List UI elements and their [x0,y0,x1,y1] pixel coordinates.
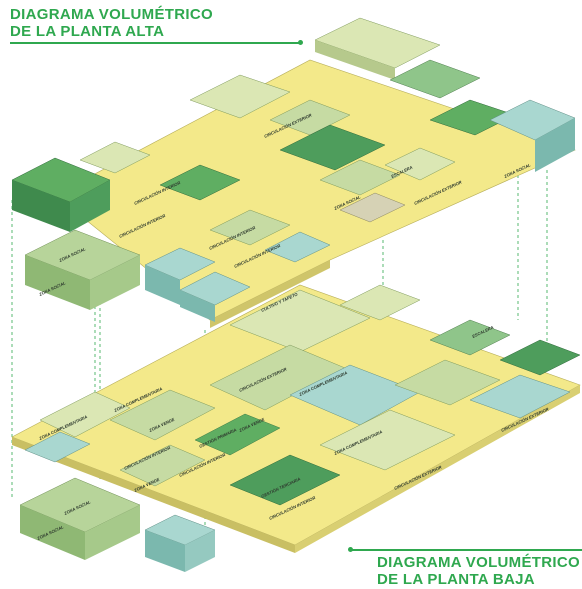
lower-room [394,359,501,406]
upper-floor-plan: CIRCULACIÓN EXTERIOR CIRCULACIÓN EXTERIO… [11,17,576,328]
upper-title-line2: DE LA PLANTA ALTA [10,23,165,40]
lower-slab-side-right [295,385,580,553]
upper-block-tr [314,17,441,69]
upper-slab-side [210,260,330,328]
lower-room [24,431,91,463]
upper-social-block-left [25,255,90,310]
lower-slab-side-left [12,437,295,553]
upper-room [339,192,406,223]
upper-teal-block-2-side [180,290,215,322]
lower-title-leader [350,549,582,551]
lower-room [229,289,371,353]
lower-room [339,284,421,321]
lower-social-block-left [20,505,85,560]
upper-room [159,164,241,201]
upper-room [384,147,456,181]
lower-diagram-title: DIAGRAMA VOLUMÉTRICO DE LA PLANTA BAJA [377,554,580,588]
lower-teal-block-side [145,530,185,572]
upper-title-leader-dot [298,40,303,45]
upper-room [79,141,151,174]
upper-room [319,159,401,196]
lower-room [229,454,341,506]
upper-block-tr2 [389,59,481,99]
upper-block-tr-side [315,40,395,80]
upper-green-block-left [12,180,70,232]
lower-room [319,409,456,471]
upper-social-block-right [90,255,140,310]
upper-green-block-right [70,180,110,232]
lower-room [119,444,206,487]
upper-room [264,231,331,263]
upper-room [209,209,291,246]
upper-teal-block-side [145,265,180,305]
lower-right-block [499,339,581,376]
lower-title-line1: DIAGRAMA VOLUMÉTRICO [377,554,580,571]
lower-room [194,413,281,456]
upper-room [269,99,351,136]
lower-social-block-right [85,505,140,560]
upper-block-right-side [535,118,575,172]
lower-title-line2: DE LA PLANTA BAJA [377,571,535,588]
lower-title-leader-dot [348,547,353,552]
upper-room [189,74,291,119]
lower-floor-plan: CULTIVO Y TAPETO ZONA COMPLEMENTARIA ZON… [11,284,581,572]
upper-room [279,124,386,171]
lower-room [109,389,216,441]
lower-teal-block-side2 [185,530,215,572]
upper-diagram-title: DIAGRAMA VOLUMÉTRICO DE LA PLANTA ALTA [10,6,213,40]
lower-room [39,391,131,438]
lower-room [429,319,511,356]
upper-title-leader [10,42,300,44]
lower-room [469,374,571,419]
upper-title-line1: DIAGRAMA VOLUMÉTRICO [10,6,213,23]
